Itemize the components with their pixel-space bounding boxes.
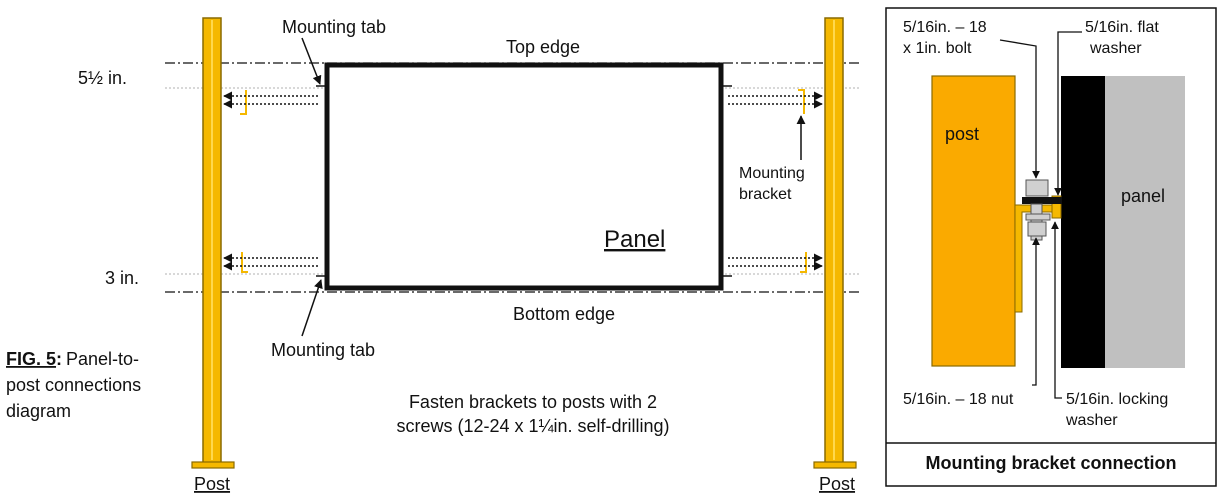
- right-top-bracket: [798, 89, 805, 114]
- post-left-label: Post: [194, 474, 230, 494]
- left-bottom-bracket: [241, 252, 248, 273]
- left-screw-arrows: [223, 91, 318, 271]
- figure-caption-line-2: post connections: [6, 375, 141, 395]
- figure-caption-line-1: FIG. 5:Panel-to-: [6, 349, 139, 369]
- detail-post-label: post: [945, 124, 979, 144]
- flat-washer-label-1: 5/16in. flat: [1085, 19, 1159, 36]
- top-edge-label: Top edge: [506, 37, 580, 57]
- figure-caption-colon: :: [56, 349, 62, 369]
- mounting-tab-top-label: Mounting tab: [282, 17, 386, 37]
- locking-washer-label-1: 5/16in. locking: [1066, 391, 1168, 408]
- right-post: [813, 17, 857, 469]
- detail-panel-label: panel: [1121, 186, 1165, 206]
- flat-washer-label-2: washer: [1089, 40, 1142, 57]
- detail-panel-black: [1061, 76, 1108, 368]
- bottom-edge-label: Bottom edge: [513, 304, 615, 324]
- right-bottom-bracket: [800, 252, 807, 273]
- mounting-tab-top-leader: [301, 37, 322, 85]
- dim-bottom-label: 3 in.: [105, 268, 139, 288]
- detail-flat-washer: [1022, 197, 1062, 204]
- mounting-bracket-label-1: Mounting: [739, 165, 805, 182]
- detail-post: [931, 75, 1016, 367]
- detail-locking-washer: [1025, 213, 1051, 221]
- detail-bolt-head: [1025, 179, 1049, 197]
- locking-washer-label-2: washer: [1065, 412, 1118, 429]
- detail-panel-gray: [1105, 76, 1185, 368]
- panel-label: Panel: [604, 226, 665, 253]
- note-line-1: Fasten brackets to posts with 2: [409, 392, 657, 412]
- bolt-label-2: x 1in. bolt: [903, 40, 972, 57]
- mounting-tab-bottom-label: Mounting tab: [271, 340, 375, 360]
- nut-label: 5/16in. – 18 nut: [903, 391, 1014, 408]
- mounting-bracket-label-2: bracket: [739, 186, 792, 203]
- bolt-leader: [999, 39, 1040, 179]
- panel: [324, 62, 724, 291]
- detail-bracket-tab: [1051, 195, 1062, 219]
- bolt-label-1: 5/16in. – 18: [903, 19, 987, 36]
- figure-caption-line-3: diagram: [6, 401, 71, 421]
- figure-label: FIG. 5: [6, 349, 56, 369]
- figure-caption-part-1: Panel-to-: [66, 349, 139, 369]
- left-top-bracket: [240, 90, 247, 115]
- locking-washer-leader: [1051, 221, 1062, 399]
- flat-washer-leader: [1054, 31, 1082, 196]
- left-post: [191, 17, 235, 469]
- mounting-tab-bottom-leader: [301, 279, 323, 337]
- note-line-2: screws (12-24 x 1¼in. self-drilling): [396, 416, 669, 436]
- detail-title: Mounting bracket connection: [925, 453, 1176, 473]
- dim-top-label: 5½ in.: [78, 68, 127, 88]
- nut-leader: [1032, 237, 1040, 386]
- detail-nut: [1027, 221, 1047, 237]
- post-right-label: Post: [819, 474, 855, 494]
